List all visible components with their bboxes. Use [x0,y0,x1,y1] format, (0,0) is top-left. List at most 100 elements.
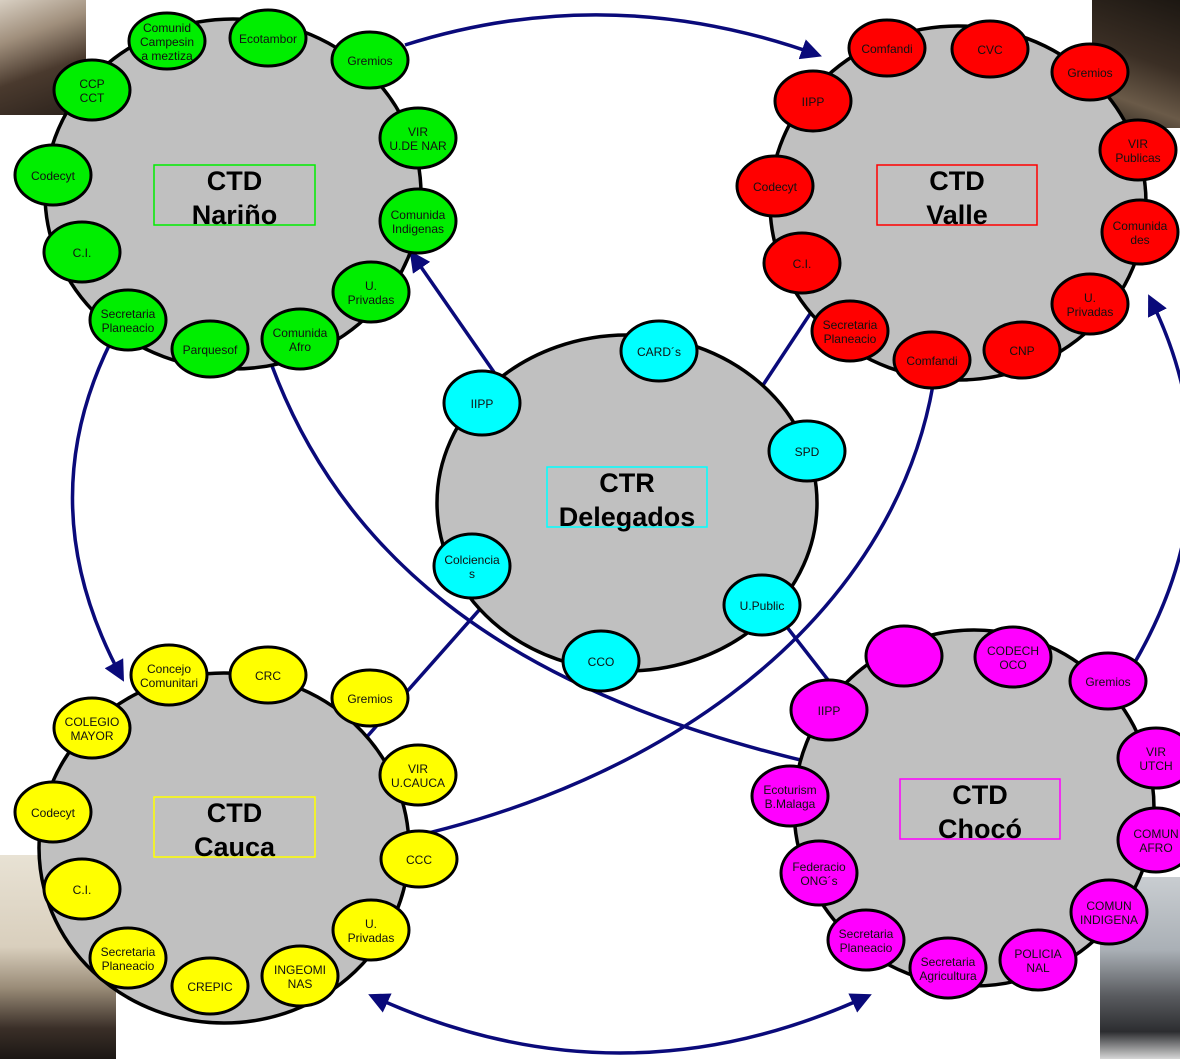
member-node-circle [378,106,458,170]
member-node-circle [810,299,890,363]
member-node-circle [1069,878,1149,946]
member-node-label: Ecotambor [239,32,297,46]
member-node-label: CRC [255,669,281,683]
member-node-circle [1100,198,1180,266]
member-node: Codecyt [735,154,815,218]
member-node-circle [432,532,512,600]
member-node: Ecotambor [228,8,308,68]
member-node-circle [773,69,853,133]
member-node-circle [260,307,340,371]
member-node: CREPIC [170,956,250,1016]
member-node-circle [127,11,207,71]
member-node-label: C.I. [73,246,92,260]
member-node: CARD´s [619,319,699,383]
member-node-label: CCC [406,853,432,867]
member-node-circle [779,839,859,907]
member-node: CCO [561,629,641,693]
member-node-circle [950,19,1030,79]
member-node-circle [331,898,411,962]
member-node-circle [762,231,842,295]
member-node: IIPP [773,69,853,133]
member-node-circle [52,696,132,760]
arrow-choco-to-valle [1133,294,1180,663]
member-node-label: Parquesof [183,343,238,357]
member-node-circle [13,780,93,844]
member-node-circle [1050,42,1130,102]
member-node: Parquesof [170,319,250,379]
member-node: C.I. [42,857,122,921]
member-node: U.Privadas [331,260,411,324]
member-node-circle [330,668,410,728]
member-node: IIPP [442,369,522,437]
member-node: Comfandi [847,18,927,78]
member-node-circle [52,58,132,122]
member-node-circle [442,369,522,437]
member-node-circle [170,956,250,1016]
member-node-label: Gremios [1067,66,1112,80]
title-box-narino [153,164,316,226]
member-node-circle [378,743,458,807]
member-node-circle [42,220,122,284]
member-node-circle [260,944,340,1008]
member-node-circle [1050,272,1130,336]
member-node-circle [789,678,869,742]
member-node-circle [767,419,847,483]
member-node-label: C.I. [73,883,92,897]
member-node-label: Codecyt [31,169,76,183]
member-node-circle [1116,806,1180,874]
member-node-label: Gremios [347,54,392,68]
member-node-circle [330,30,410,90]
member-node-circle [908,936,988,1000]
member-node-circle [1098,118,1178,182]
member-node-circle [1116,726,1180,790]
title-box-choco [899,778,1061,840]
arrow-narino-to-valle [404,13,822,60]
member-node-circle [129,643,209,707]
member-node: Gremios [330,668,410,728]
member-node: CNP [982,320,1062,380]
member-node-circle [88,288,168,352]
arrow-valle-to-cauca [313,384,935,863]
member-node-circle [826,908,906,972]
member-node-label: U.Public [740,599,785,613]
member-node: U.Public [722,573,802,637]
member-node: U.Privadas [1050,272,1130,336]
member-node-circle [228,8,308,68]
member-node-label: IIPP [471,397,494,411]
member-node-label: Gremios [347,692,392,706]
title-box-ctr [546,466,708,528]
arrow-narino-cauca [70,324,125,682]
member-node-label: CREPIC [187,980,233,994]
member-node-label: IIPP [818,704,841,718]
member-node-label: Comfandi [906,354,957,368]
member-node-circle [378,187,458,255]
member-node: C.I. [42,220,122,284]
